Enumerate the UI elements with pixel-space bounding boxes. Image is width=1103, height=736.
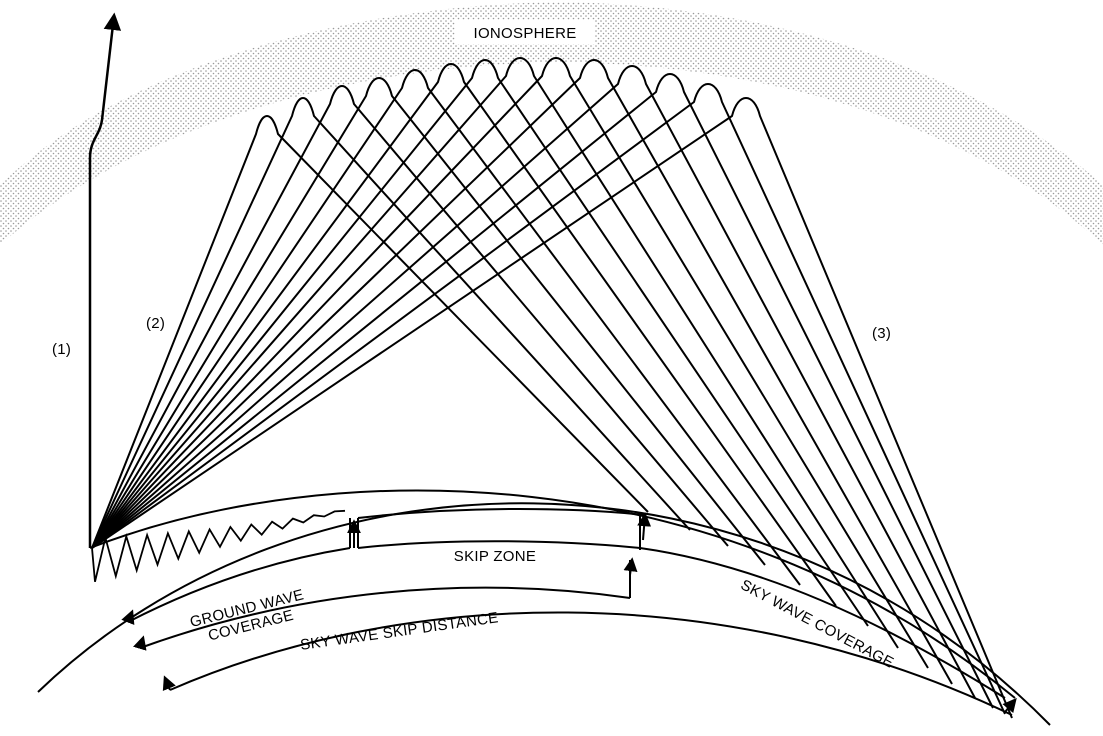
coverage-band-1 (357, 508, 646, 519)
sky-wave-ray (91, 115, 649, 549)
arrow-skip-distance-end (623, 557, 638, 576)
ray-1-vertical (88, 12, 122, 548)
sky-wave-ray (91, 73, 994, 709)
sky-wave-ray (91, 59, 953, 685)
ray-3-label: (3) (872, 325, 891, 342)
arrow-skip-zone-right (637, 512, 652, 541)
arrow-sky-coverage-end (1002, 697, 1017, 714)
sky-wave-rays (91, 57, 1013, 719)
sky-wave-ray (91, 57, 929, 669)
sky-wave-ray (91, 97, 691, 549)
sky-wave-ray (91, 97, 1013, 719)
ionosphere-band (0, 2, 1103, 245)
ionosphere-label: IONOSPHERE (473, 25, 576, 42)
coverage-band-3 (139, 586, 631, 649)
ray-2-label: (2) (146, 315, 165, 332)
sky-wave-ray (91, 57, 899, 649)
sky-wave-ray (91, 85, 729, 549)
coverage-band-2b (357, 540, 1006, 699)
sky-wave-skip-distance-label: SKY WAVE SKIP DISTANCE (299, 609, 499, 654)
sky-wave-ray (91, 65, 976, 699)
sky-wave-ray (91, 59, 869, 627)
arrow-skip-distance-start (133, 635, 147, 651)
sky-wave-ray (91, 69, 801, 586)
sky-wave-ray (91, 83, 1006, 715)
arrow-ground-wave-start (121, 609, 135, 625)
arrow-sky-coverage-start (162, 675, 176, 692)
ray-1-label: (1) (52, 341, 71, 358)
ionosphere-label-backdrop (455, 20, 595, 44)
sky-wave-ray (91, 77, 766, 566)
coverage-band-4 (169, 611, 1013, 716)
coverage-band-outer (89, 489, 1016, 699)
ground-wave-oscillation (91, 509, 346, 583)
coverage-band-2a (127, 547, 351, 623)
skip-zone-label: SKIP ZONE (454, 548, 536, 565)
earth-surface-curve (37, 502, 1051, 726)
sky-wave-ray (91, 63, 837, 607)
